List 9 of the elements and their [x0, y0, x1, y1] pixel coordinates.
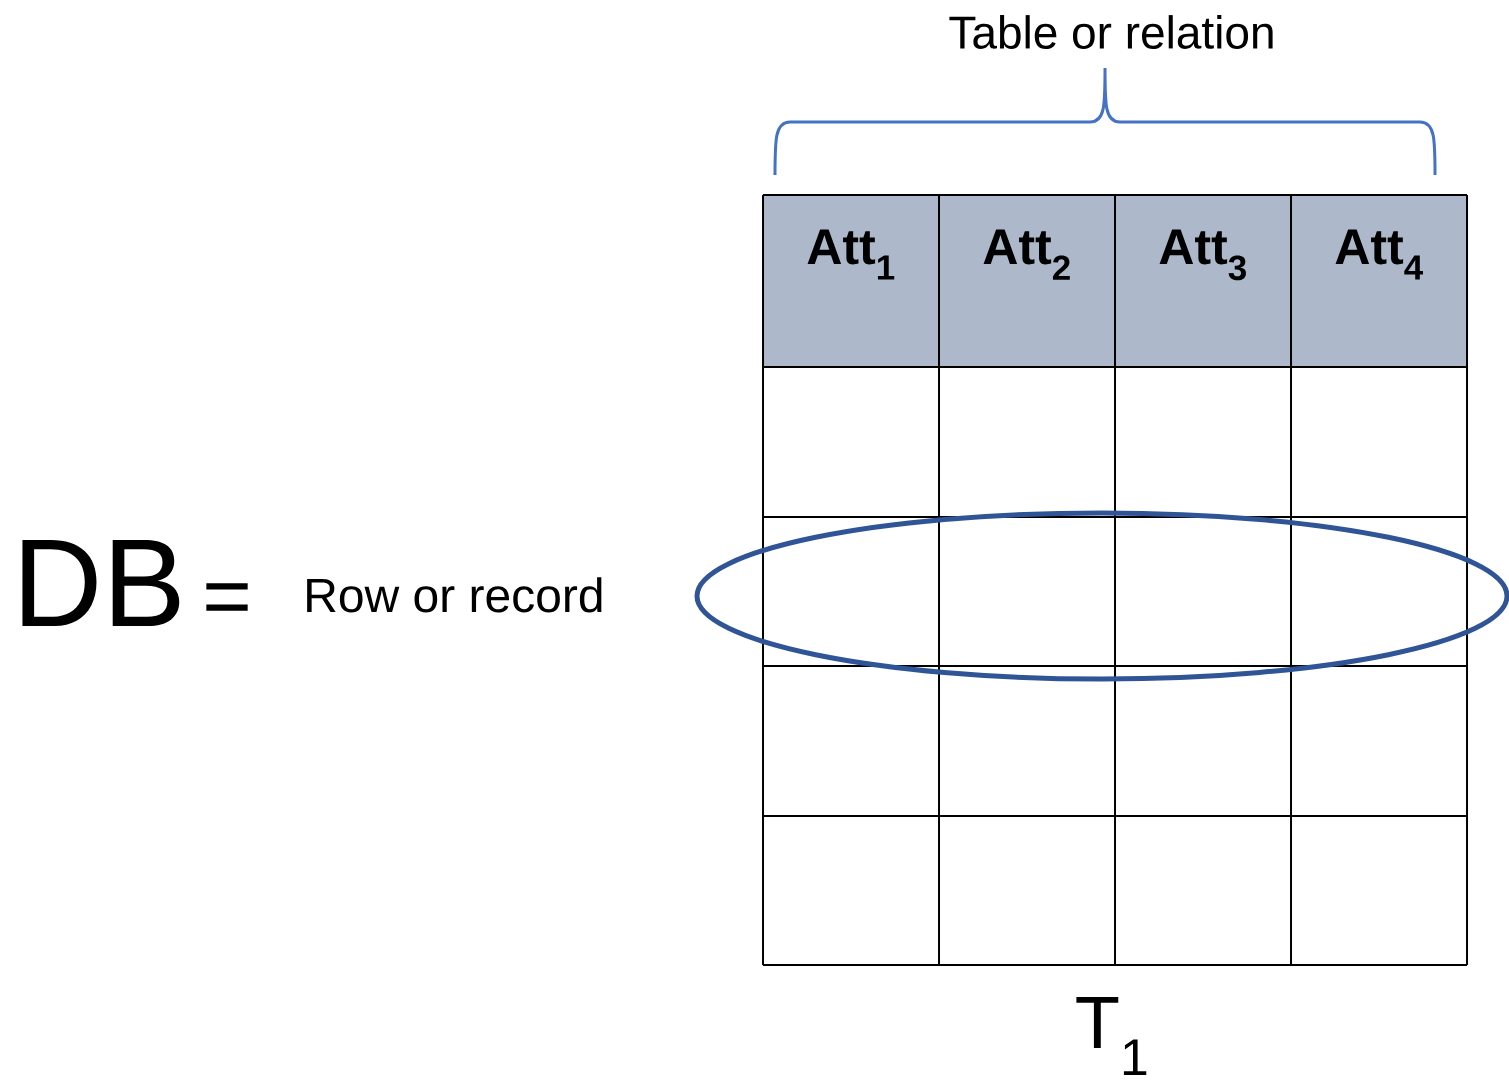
db-label: DB — [22, 540, 180, 626]
column-header: Att$_{2}$ — [983, 229, 1070, 280]
table-label: Table or relation — [949, 15, 1273, 49]
column-header: Att$_{3}$ — [1159, 229, 1246, 281]
row-label: Row or record — [307, 577, 602, 613]
equals-sign: = — [206, 583, 248, 611]
column-header: Att$_{1}$ — [807, 229, 895, 280]
column-header: Att$_{4}$ — [1335, 229, 1423, 280]
table-name: T$_{1}$ — [1076, 997, 1147, 1076]
